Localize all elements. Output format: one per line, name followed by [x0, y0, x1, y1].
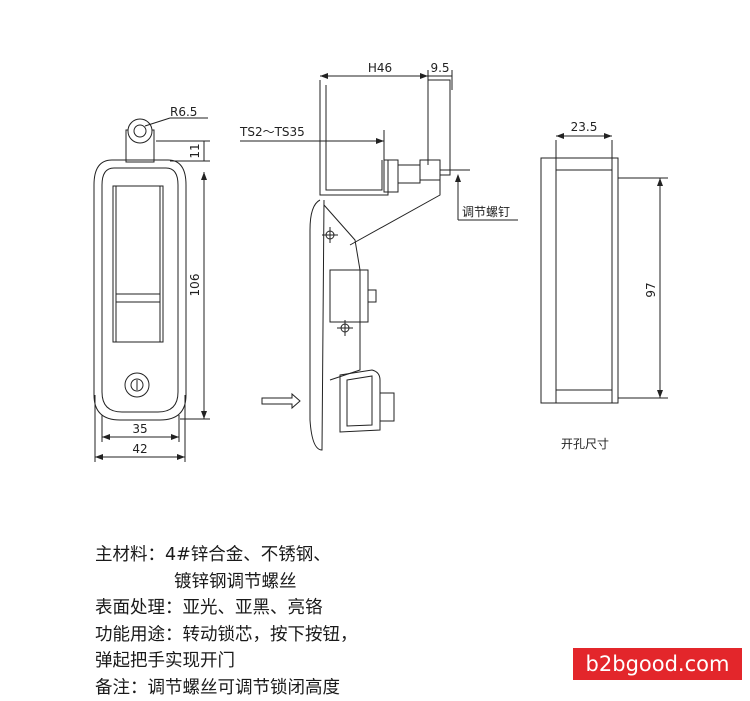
radius-label: R6.5 — [170, 105, 197, 119]
outer-width-label: 42 — [132, 442, 147, 456]
latch-housing — [330, 270, 368, 322]
direction-arrow — [262, 394, 300, 408]
radius-leader — [145, 118, 170, 126]
cylinder-inner — [347, 376, 372, 426]
arrow-97-top — [657, 178, 663, 186]
handle-lower — [116, 302, 160, 342]
height-label: 106 — [188, 274, 202, 297]
arrow-35-left — [102, 434, 110, 440]
arrow-h46-right — [420, 73, 428, 79]
mounting-hole-outer — [128, 119, 152, 143]
material-line-1: 主材料：4#锌合金、不锈钢、 — [95, 542, 358, 569]
arrow-35-right — [171, 434, 179, 440]
arrow-h46-left — [320, 73, 328, 79]
mounting-bracket — [320, 80, 388, 195]
arrow-97-bottom — [657, 390, 663, 398]
watermark-badge: b2bgood.com — [573, 648, 742, 680]
hole-offset-label: 11 — [188, 143, 202, 158]
handle-arm — [350, 80, 450, 245]
cutout-view — [541, 136, 668, 403]
arrow-42-left — [95, 454, 103, 460]
arrow-screw — [455, 174, 461, 182]
inner-width-label: 35 — [132, 422, 147, 436]
lock-body-outline — [94, 160, 186, 420]
cutout-title: 开孔尺寸 — [561, 437, 609, 451]
mounting-bracket-inner — [326, 85, 382, 190]
cutout-height-label: 97 — [644, 282, 658, 297]
arrow-23-5-right — [604, 133, 612, 139]
cylinder-housing — [340, 370, 380, 432]
arrow-42-right — [177, 454, 185, 460]
arrow-23-5-left — [556, 133, 564, 139]
panel-thickness-label: TS2～TS35 — [239, 125, 305, 139]
material-line-2: 镀锌钢调节螺丝 — [95, 569, 358, 596]
arrow-ts — [376, 138, 384, 144]
handle-joint — [116, 294, 160, 302]
adjust-screw-nut — [384, 160, 398, 192]
cutout-width-label: 23.5 — [571, 120, 598, 134]
adjust-screw-block — [420, 160, 440, 180]
handle-frame — [113, 186, 163, 342]
adjust-screw-head — [398, 165, 420, 183]
body-profile — [310, 200, 324, 450]
cutout-outer — [541, 158, 618, 403]
handle-offset-label: 9.5 — [430, 61, 449, 75]
arrow-106-bottom — [201, 411, 207, 419]
adjust-screw-label: 调节螺钉 — [462, 205, 510, 219]
surface-line: 表面处理：亚光、亚黑、亮铬 — [95, 595, 358, 622]
latch-pin — [368, 290, 376, 302]
function-line-1: 功能用途：转动锁芯，按下按钮， — [95, 622, 358, 649]
remark-line: 备注：调节螺丝可调节锁闭高度 — [95, 675, 358, 701]
spec-notes: 主材料：4#锌合金、不锈钢、 镀锌钢调节螺丝 表面处理：亚光、亚黑、亮铬 功能用… — [95, 542, 358, 701]
depth-label: H46 — [368, 61, 392, 75]
handle-upper — [116, 186, 160, 294]
cylinder-tail — [380, 393, 394, 421]
cutout-inner — [556, 158, 612, 403]
function-line-2: 弹起把手实现开门 — [95, 648, 358, 675]
arrow-106-top — [201, 172, 207, 180]
